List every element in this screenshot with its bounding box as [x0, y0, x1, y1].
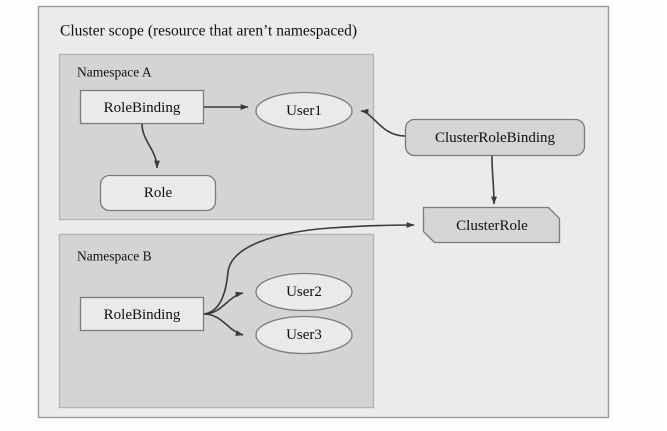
edge-rolebinding-b-to-user3[interactable] [203, 313, 244, 336]
rolebinding-a-shape[interactable] [79, 89, 205, 125]
role-a-shape[interactable] [99, 174, 217, 212]
user3-shape[interactable] [255, 315, 353, 355]
node-rolebinding-a[interactable]: RoleBinding [79, 89, 205, 125]
user1-shape[interactable] [255, 91, 353, 131]
role-a-label: Role [144, 185, 173, 201]
clusterrole-shape[interactable] [422, 206, 561, 244]
rolebinding-a-label: RoleBinding [104, 100, 181, 116]
node-user1[interactable]: User1 [255, 91, 353, 131]
user3-label: User3 [286, 327, 322, 343]
rolebinding-b-label: RoleBinding [104, 307, 181, 323]
edge-layer [141, 104, 497, 336]
clusterrolebinding-shape[interactable] [404, 118, 586, 157]
cluster-scope-label: Cluster scope (resource that aren’t name… [60, 23, 357, 40]
user2-label: User2 [286, 284, 322, 300]
rolebinding-b-shape[interactable] [79, 296, 205, 332]
node-role-a[interactable]: Role [99, 174, 217, 212]
node-user3[interactable]: User3 [255, 315, 353, 355]
clusterrolebinding-label: ClusterRoleBinding [435, 130, 556, 146]
edge-rolebinding-b-to-clusterrole[interactable] [203, 222, 415, 315]
node-clusterrolebinding[interactable]: ClusterRoleBinding [404, 118, 586, 157]
edge-clusterrolebinding-to-user1[interactable] [360, 108, 406, 137]
clusterrole-label: ClusterRole [456, 218, 528, 234]
namespace-a-label: Namespace A [77, 65, 152, 80]
edge-clusterrolebinding-to-clusterrole[interactable] [491, 155, 497, 205]
node-clusterrole[interactable]: ClusterRole [422, 206, 561, 244]
node-user2[interactable]: User2 [255, 272, 353, 312]
edge-rolebinding-a-to-role[interactable] [141, 123, 160, 169]
user2-shape[interactable] [255, 272, 353, 312]
node-rolebinding-b[interactable]: RoleBinding [79, 296, 205, 332]
namespace-b-label: Namespace B [77, 249, 152, 264]
user1-label: User1 [286, 103, 322, 119]
